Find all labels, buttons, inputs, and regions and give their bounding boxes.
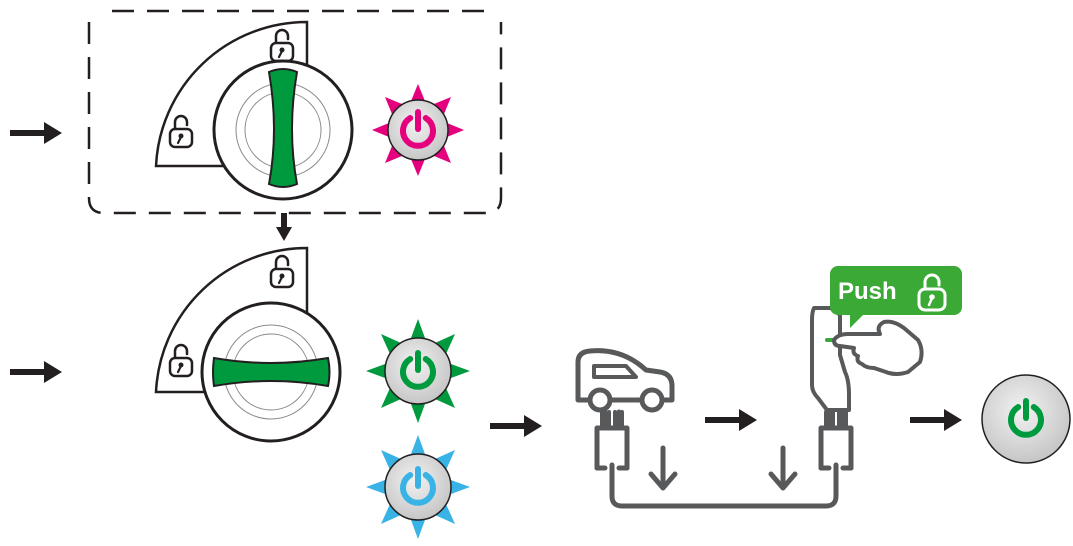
led-blue — [366, 435, 470, 539]
hand-icon — [832, 319, 924, 376]
knob-handle-horizontal — [212, 356, 331, 388]
knob-panel-top — [154, 20, 354, 201]
arrow-right-icon — [10, 122, 62, 144]
power-button-final — [981, 374, 1071, 464]
dashed-frame — [87, 22, 503, 215]
push-badge: Push — [830, 266, 962, 328]
push-label: Push — [838, 278, 897, 305]
unlock-icon — [917, 273, 947, 312]
arrow-down-icon — [276, 213, 292, 241]
led-green — [366, 319, 470, 423]
arrow-right-icon — [910, 409, 962, 431]
arrow-right-icon — [10, 361, 62, 383]
plug-icon — [821, 412, 851, 468]
arrow-down-icon — [651, 448, 675, 488]
knob-panel-bottom — [154, 246, 342, 443]
charging-cable — [609, 462, 839, 509]
arrow-down-icon — [771, 448, 795, 488]
arrow-right-icon — [705, 409, 757, 431]
led-magenta — [372, 84, 464, 176]
arrow-right-icon — [490, 415, 542, 437]
plug-icon — [597, 412, 627, 468]
car-icon — [575, 348, 675, 413]
charging-handle — [810, 306, 851, 412]
knob-handle-vertical — [267, 68, 299, 188]
